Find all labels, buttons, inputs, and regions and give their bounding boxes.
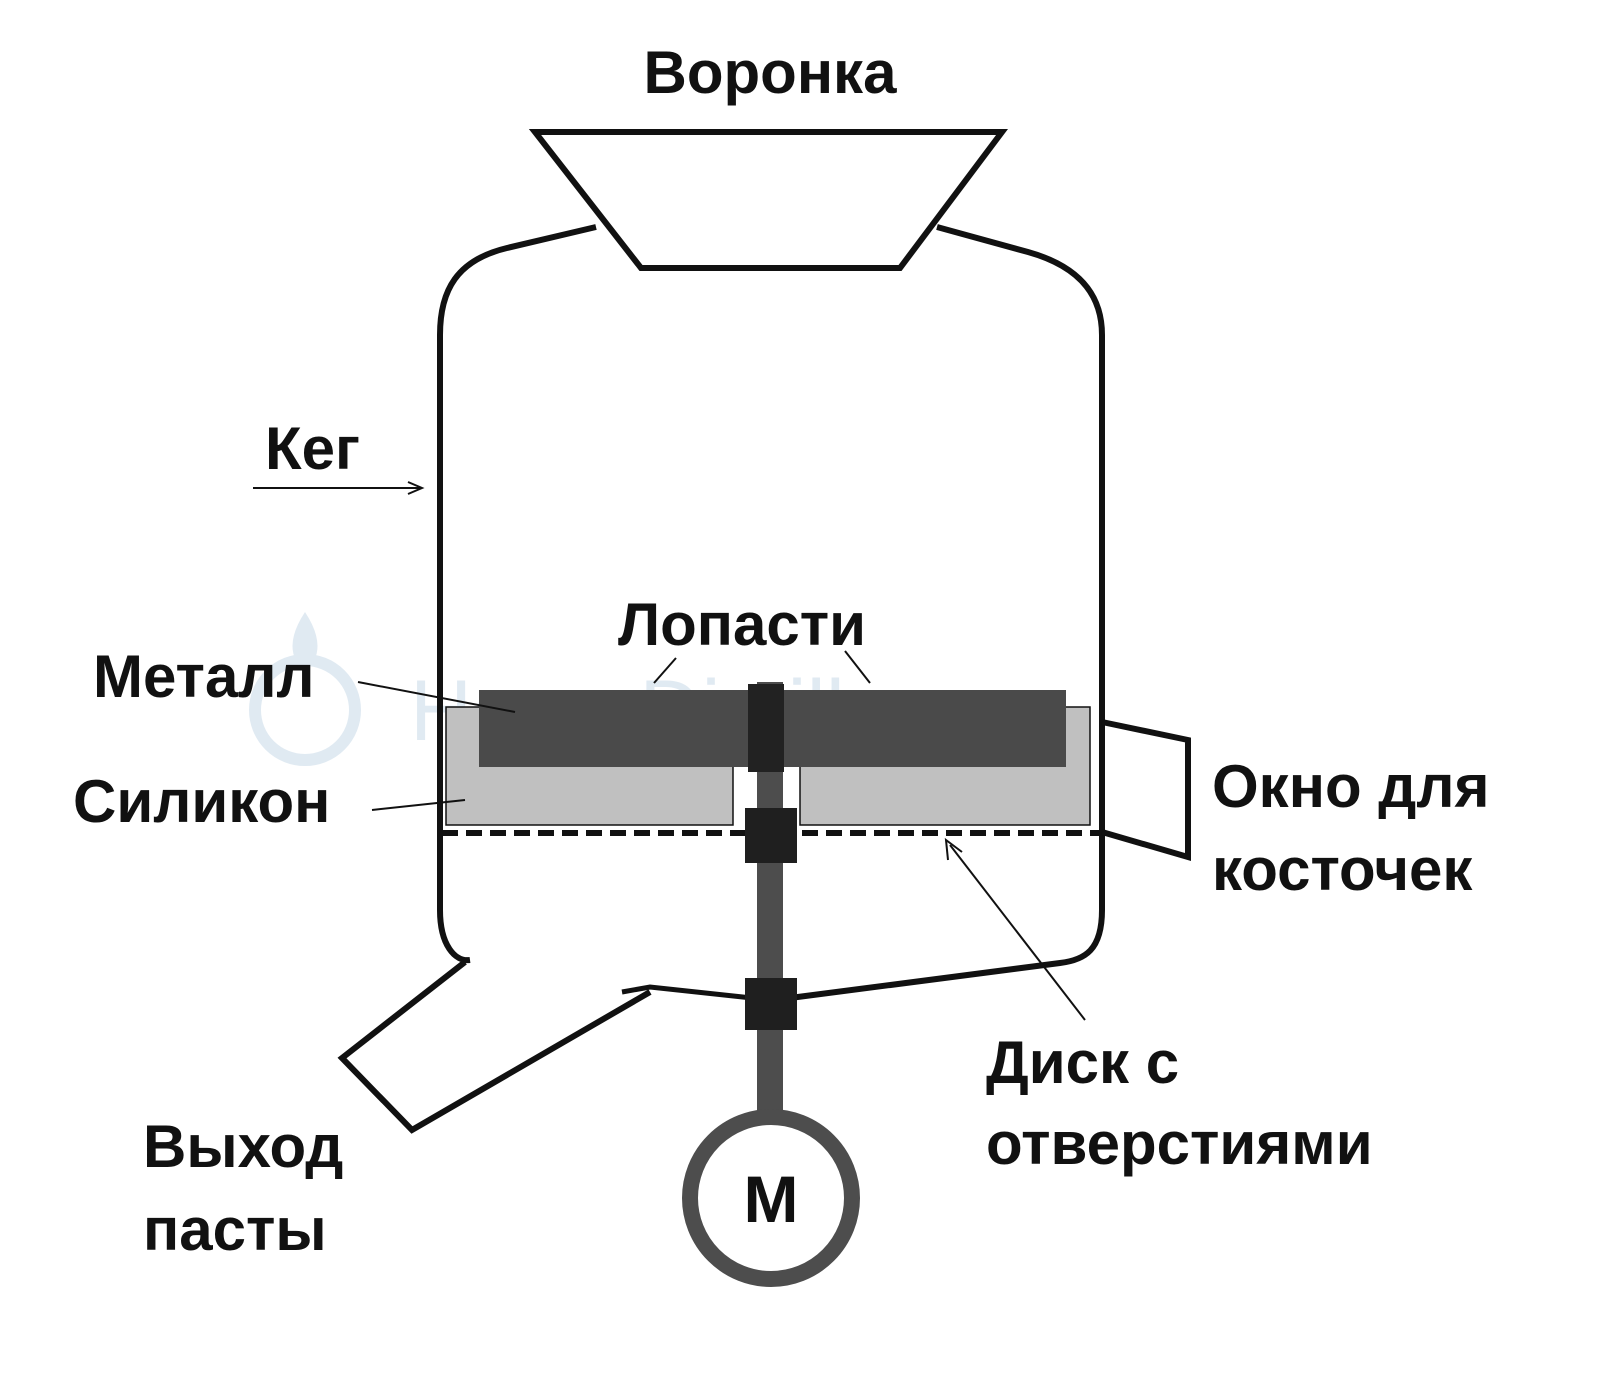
paste-outlet-label-line2: пасты: [143, 1196, 327, 1263]
keg-bottom: [621, 984, 753, 1001]
silicone-label: Силикон: [73, 768, 330, 835]
paste-outlet-label-line1: Выход: [143, 1113, 343, 1180]
shaft-clamp-lower: [745, 978, 797, 1030]
metal-label: Металл: [93, 643, 315, 710]
motor-icon: [682, 1109, 860, 1287]
funnel: [528, 129, 1008, 271]
metal-leader: [357, 681, 516, 713]
bone-window: [1101, 719, 1191, 861]
blades-label: Лопасти: [618, 591, 866, 658]
keg-label: Кег: [265, 415, 360, 482]
blades-leader-left: [653, 657, 677, 684]
watermark-drop-tip-icon: [292, 612, 318, 672]
shaft-clamp-upper: [745, 808, 797, 863]
disk-label-line2: отверстиями: [986, 1110, 1373, 1177]
keg-right-wall: [789, 224, 1105, 1001]
paste-outlet-pipe: [337, 959, 652, 1134]
disk-label-line1: Диск с: [986, 1029, 1179, 1096]
disk-arrow: [944, 837, 1086, 1021]
keg-left-wall: [437, 224, 597, 964]
blades-leader-right: [844, 650, 871, 684]
silicone-leader: [371, 799, 466, 811]
bone-window-label-line1: Окно для: [1212, 753, 1489, 820]
motor-label: M: [744, 1162, 799, 1236]
shaft-hub: [748, 684, 784, 772]
keg-arrow: [253, 481, 425, 495]
bone-window-label-line2: косточек: [1212, 836, 1473, 903]
funnel-label: Воронка: [644, 39, 898, 106]
